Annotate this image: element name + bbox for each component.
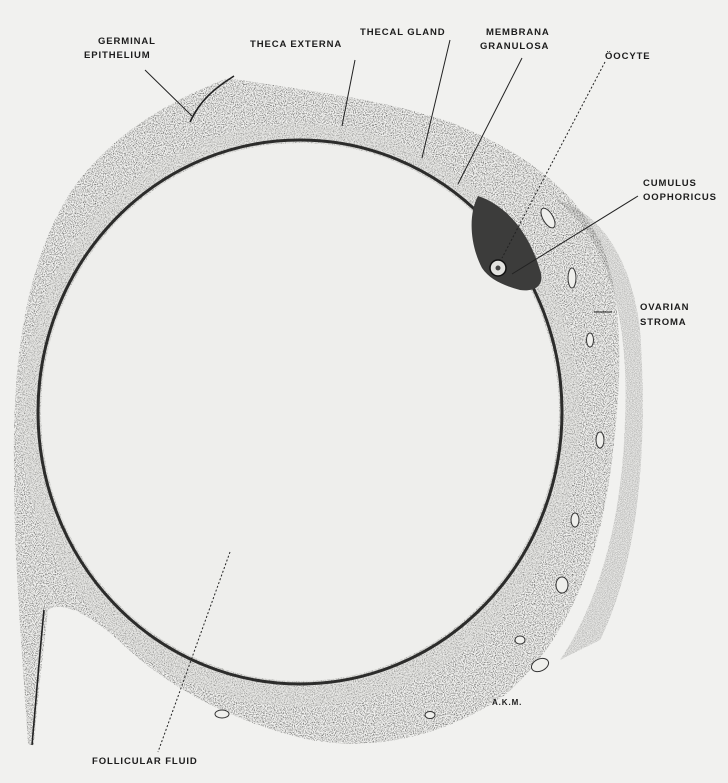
label-cumulus-oophoricus-1: CUMULUS: [643, 178, 697, 189]
label-theca-externa: THECA EXTERNA: [250, 39, 342, 50]
label-membrana-granulosa-1: MEMBRANA: [486, 27, 550, 38]
label-cumulus-oophoricus-2: OOPHORICUS: [643, 192, 717, 203]
label-ovarian-stroma-2: STROMA: [640, 317, 687, 328]
label-follicular-fluid: FOLLICULAR FLUID: [92, 756, 198, 767]
oocyte-nucleus: [496, 266, 501, 271]
label-thecal-gland: THECAL GLAND: [360, 27, 446, 38]
label-oocyte: ÖOCYTE: [605, 51, 651, 62]
label-ovarian-stroma-1: OVARIAN: [640, 302, 689, 313]
label-membrana-granulosa-2: GRANULOSA: [480, 41, 549, 52]
label-germinal-epithelium-1: GERMINAL: [98, 36, 156, 47]
artist-signature: A.K.M.: [492, 698, 522, 707]
label-germinal-epithelium-2: EPITHELIUM: [84, 50, 151, 61]
